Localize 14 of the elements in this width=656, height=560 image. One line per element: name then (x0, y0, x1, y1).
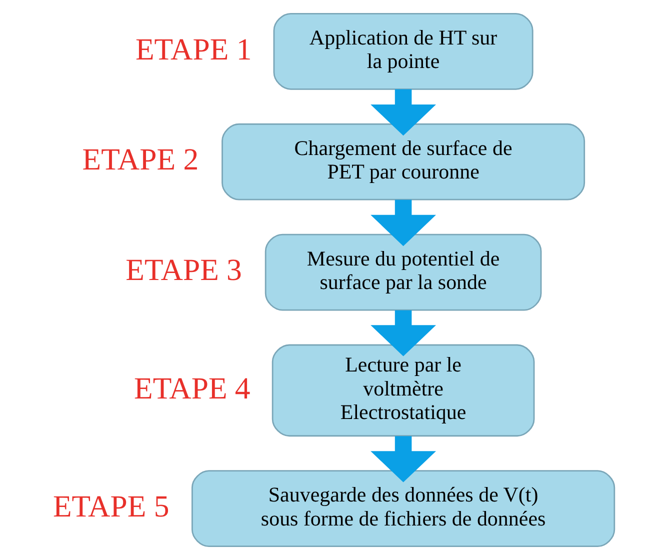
arrow (370, 89, 436, 136)
arrow (370, 200, 436, 246)
arrow (370, 436, 436, 482)
node-box: Mesure du potentiel de surface par la sonde (264, 234, 542, 311)
node-box: Sauvegarde des données de V(t) sous forme de fichiers de données (190, 470, 615, 548)
node-label: ETAPE 2 (82, 142, 198, 177)
node-box: Application de HT sur la pointe (272, 12, 533, 90)
node-label: ETAPE 4 (134, 371, 250, 406)
node-label: ETAPE 3 (125, 253, 242, 288)
node-label: ETAPE 1 (134, 32, 252, 66)
node-box: Lecture par le voltmètre Electrostatique (271, 344, 534, 437)
node-label: ETAPE 5 (52, 489, 169, 524)
node-box: Chargement de surface de PET par couronne (221, 123, 585, 200)
arrow (370, 310, 436, 356)
